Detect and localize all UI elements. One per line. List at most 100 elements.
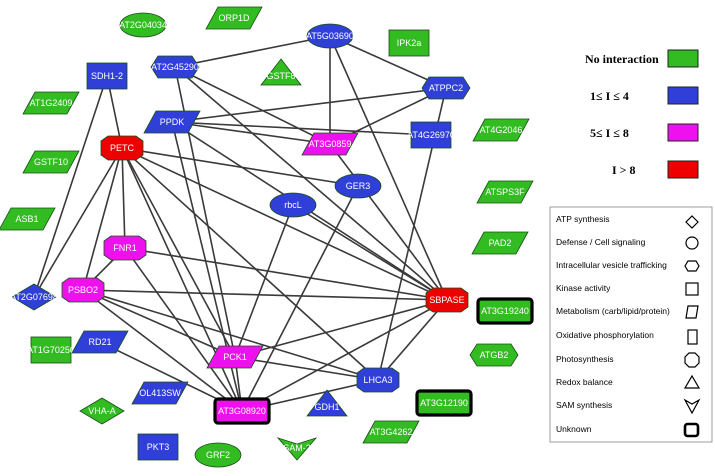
edge-ger3-at3g08920: [241, 185, 359, 412]
node-at3g08920[interactable]: AT3G08920: [213, 397, 271, 425]
node-at2g45290[interactable]: AT2G45290: [150, 55, 200, 79]
function-label: Intracellular vesicle trafficking: [556, 260, 667, 270]
node-label: GSTF8: [266, 71, 295, 81]
node-shape: [100, 135, 144, 161]
node-at4g26970[interactable]: AT4G26970: [407, 121, 455, 149]
node-at2g07698[interactable]: AT2G07698: [10, 283, 58, 311]
node-pad2[interactable]: PAD2: [471, 231, 529, 255]
node-label: AT4G26970: [407, 130, 455, 140]
node-at1g70250[interactable]: AT1G70250: [27, 336, 75, 364]
node-label: ATGB2: [480, 350, 509, 360]
node-label: GER3: [346, 181, 371, 191]
node-sdh1-2[interactable]: SDH1-2: [86, 62, 128, 90]
edge-psbo2-sbpase: [82, 289, 448, 301]
legend-swatch-low: [667, 86, 699, 105]
edge-petc-lhca3: [121, 147, 379, 381]
node-at3g12190[interactable]: AT3G12190: [415, 389, 473, 417]
node-pck1[interactable]: PCK1: [206, 345, 264, 369]
node-at1g2409[interactable]: AT1G2409: [22, 91, 80, 115]
node-label: AT1G2409: [30, 98, 73, 108]
node-label: OL413SW: [139, 388, 181, 398]
node-ipk2a[interactable]: IPK2a: [388, 29, 430, 57]
edge-at2g45290-at5g03690: [174, 35, 331, 68]
function-label: ATP synthesis: [556, 214, 610, 224]
edge-petc-fnr1: [121, 147, 126, 249]
edge-petc-at3g08920: [121, 147, 243, 412]
node-atppc2[interactable]: ATPPC2: [421, 76, 471, 100]
node-label: GDH1: [314, 402, 339, 412]
node-asb1[interactable]: ASB1: [0, 207, 56, 231]
node-at5g4135w[interactable]: OL413SW: [131, 381, 189, 405]
edge-petc-psbo2: [82, 147, 123, 291]
node-rbcl[interactable]: rbcL: [269, 192, 317, 218]
node-psbo2[interactable]: PSBO2: [61, 277, 105, 303]
node-gstf10[interactable]: GSTF10: [22, 150, 80, 174]
node-atsps3f[interactable]: ATSPS3F: [476, 180, 534, 204]
node-label: PKT3: [147, 442, 170, 452]
edge-sbpase-lhca3: [377, 299, 448, 381]
rounded-square-icon: [683, 422, 700, 438]
function-label: Oxidative phosphorylation: [556, 330, 654, 340]
node-label: AT4G2046: [480, 125, 523, 135]
node-label: AT3G4262: [370, 427, 413, 437]
node-at5g03690[interactable]: AT5G03690: [306, 23, 354, 49]
legend-label-none: No interaction: [585, 52, 659, 66]
node-petc[interactable]: PETC: [100, 135, 144, 161]
edge-at2g45290-at3g0859: [174, 66, 331, 145]
edge-at5g03690-sbpase: [329, 35, 448, 301]
node-vha-a[interactable]: VHA-A: [79, 397, 125, 425]
node-lhca3[interactable]: LHCA3: [356, 367, 400, 393]
node-shape: [301, 132, 359, 156]
node-gdh1[interactable]: GDH1: [306, 389, 348, 417]
node-shape: [362, 420, 420, 444]
edge-petc-at2g07698: [33, 147, 123, 298]
node-grf2[interactable]: GRF2: [194, 442, 242, 468]
node-ger3[interactable]: GER3: [334, 173, 382, 199]
node-sam-2[interactable]: SAM-2: [276, 437, 318, 461]
edge-sbpase-at3g08920: [241, 299, 448, 412]
function-label: Unknown: [556, 424, 592, 434]
node-label: AT1G70250: [27, 345, 75, 355]
edge-at5g03690-atppc2: [329, 35, 447, 89]
node-sbpase[interactable]: SBPASE: [425, 287, 469, 313]
node-ppdk[interactable]: PPDK: [143, 110, 201, 134]
node-at2g04034[interactable]: AT2G04034: [119, 12, 167, 38]
node-shape: [476, 297, 534, 325]
node-pkt3[interactable]: PKT3: [137, 433, 179, 461]
node-label: SBPASE: [429, 295, 464, 305]
node-shape: [306, 23, 354, 49]
node-shape: [260, 58, 302, 86]
node-at3g19240[interactable]: AT3G19240: [476, 297, 534, 325]
function-label: Defense / Cell signaling: [556, 237, 646, 247]
node-shape: [425, 287, 469, 313]
node-at4g2046[interactable]: AT4G2046: [472, 118, 530, 142]
node-fnr1[interactable]: FNR1: [103, 235, 147, 261]
edge-ppdk-at4g26970: [171, 121, 432, 136]
parallelogram-icon: [685, 305, 699, 319]
node-at3g0859[interactable]: AT3G0859: [301, 132, 359, 156]
node-label: AT2G45290: [151, 62, 199, 72]
node-orp1d[interactable]: ORP1D: [205, 6, 263, 30]
node-atgb2[interactable]: ATGB2: [469, 343, 519, 367]
node-label: GSTF10: [34, 157, 68, 167]
function-legend: ATP synthesis Defense / Cell signaling I…: [549, 206, 713, 443]
node-label: AT3G19240: [481, 306, 529, 316]
legend-label-high: I > 8: [612, 163, 636, 177]
edge-rbcl-pck1: [234, 204, 294, 358]
node-shape: [388, 29, 430, 57]
node-shape: [22, 150, 80, 174]
legend-label-low: 1≤ I ≤ 4: [590, 89, 629, 103]
node-label: AT3G0859: [309, 139, 352, 149]
node-rd21[interactable]: RD21: [71, 330, 129, 354]
node-label: SAM-2: [283, 443, 311, 453]
node-label: ATPPC2: [429, 83, 463, 93]
node-shape: [86, 62, 128, 90]
node-shape: [22, 91, 80, 115]
node-shape: [71, 330, 129, 354]
node-shape: [119, 12, 167, 38]
node-gstf8[interactable]: GSTF8: [260, 58, 302, 86]
node-at3g4262[interactable]: AT3G4262: [362, 420, 420, 444]
node-label: FNR1: [113, 243, 137, 253]
edge-psbo2-pck1: [82, 289, 236, 358]
edge-petc-sbpase: [121, 147, 448, 301]
